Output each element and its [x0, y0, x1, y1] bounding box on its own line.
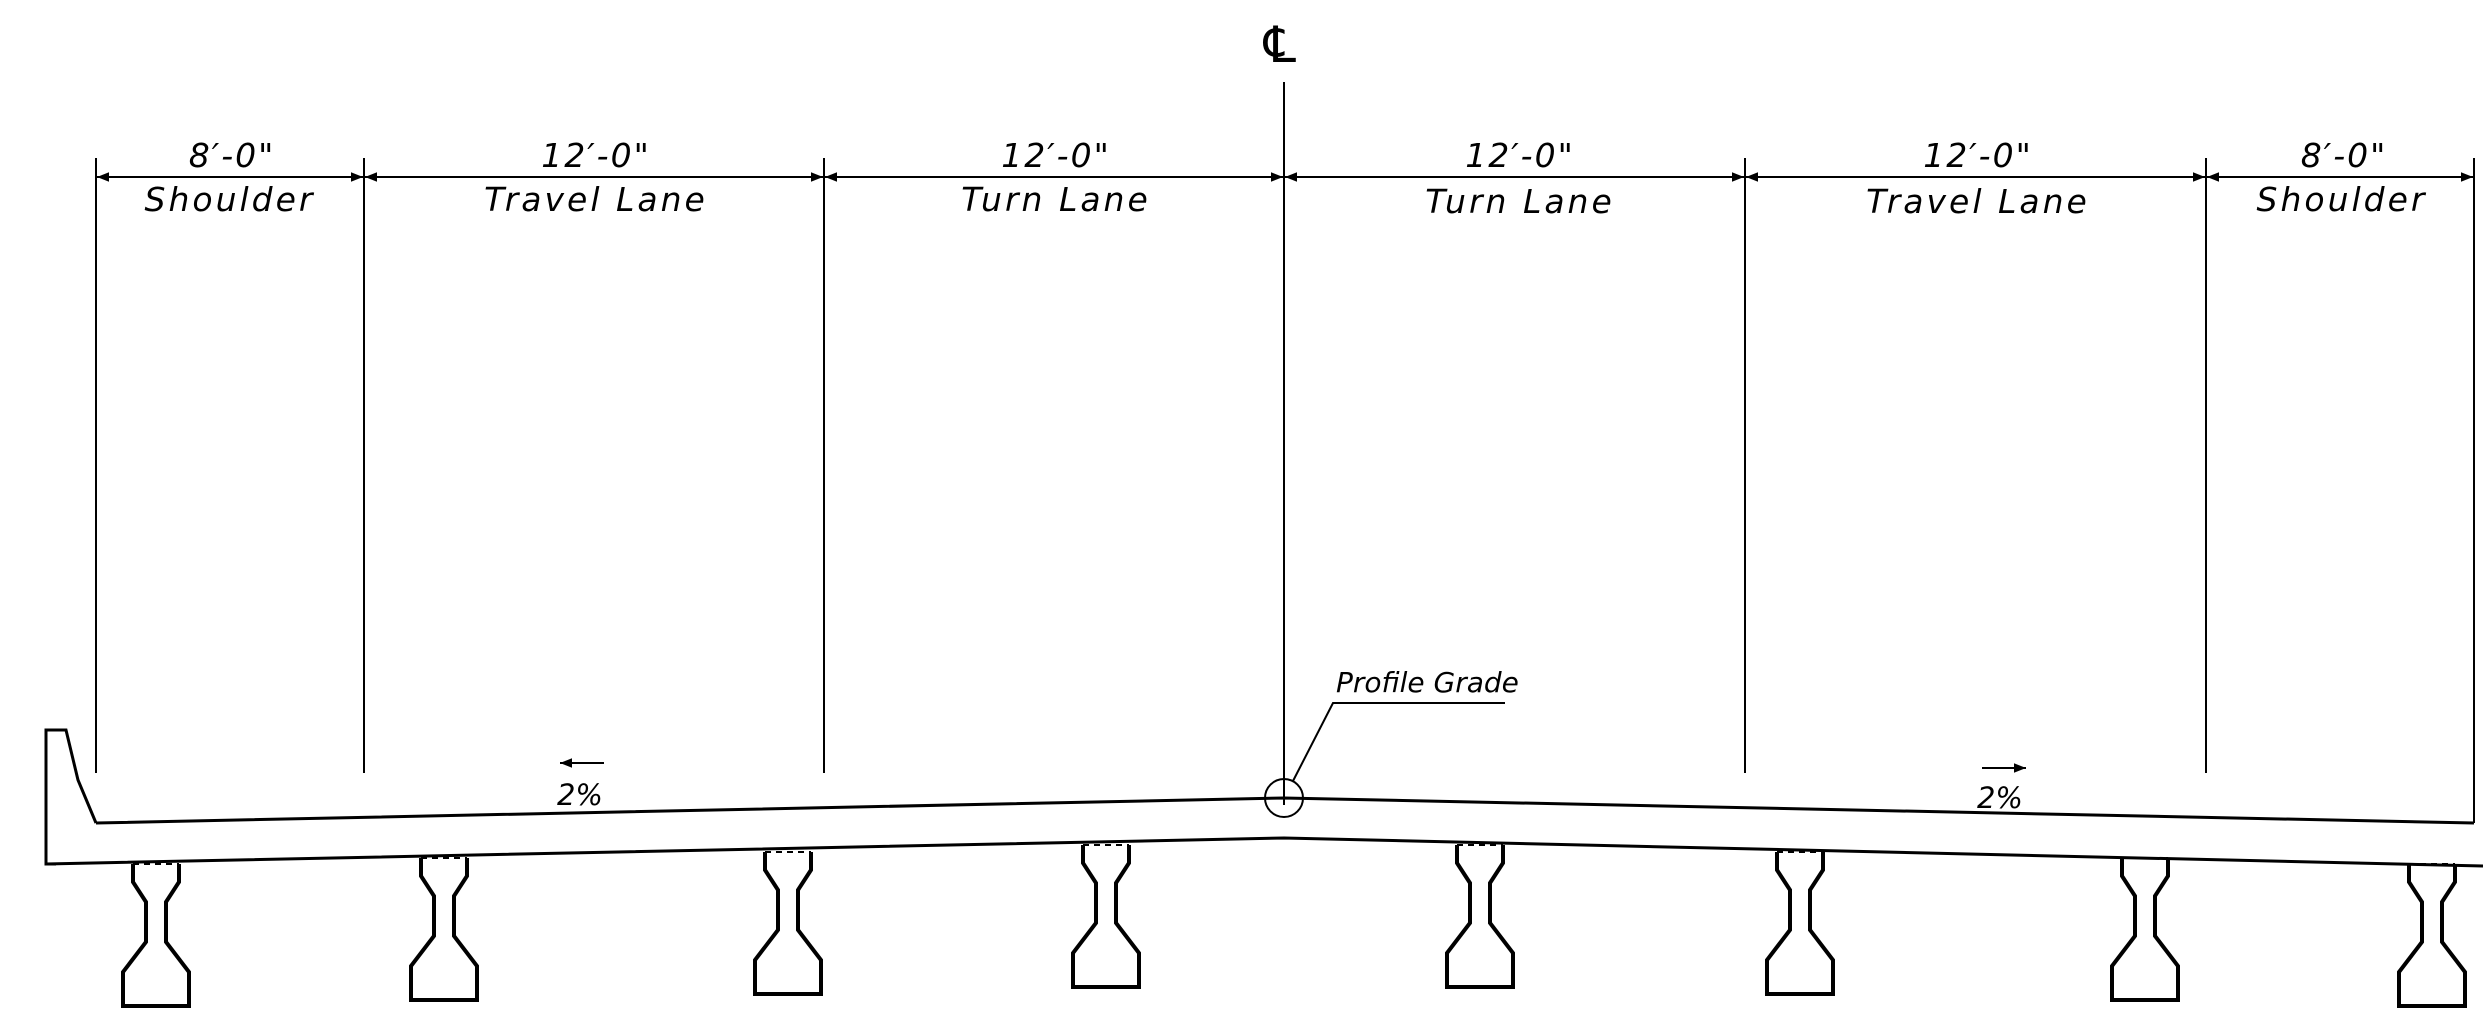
girders	[121, 844, 2467, 1008]
prestressed-girder	[2397, 864, 2467, 1008]
segment-label: Travel Lane	[484, 180, 708, 219]
deck-bottom-surface	[45, 836, 2483, 868]
slope-left: 2%	[557, 758, 604, 812]
segment-dimension: 8′-0"	[2301, 136, 2388, 175]
centerline-symbol: ℄	[1262, 16, 1296, 74]
segment-dimension: 12′-0"	[1465, 136, 1575, 175]
segment-label: Turn Lane	[1425, 182, 1615, 221]
segment-label: Shoulder	[2257, 180, 2428, 219]
slope-right: 2%	[1977, 763, 2026, 815]
dimension-labels: 8′-0" 12′-0" 12′-0" 12′-0" 12′-0" 8′-0"	[189, 136, 2388, 175]
segment-dimension: 12′-0"	[1923, 136, 2033, 175]
segment-label: Turn Lane	[961, 180, 1151, 219]
prestressed-girder	[2110, 858, 2180, 1002]
extension-lines	[95, 158, 2475, 823]
segment-label: Shoulder	[145, 180, 316, 219]
segment-dimension: 12′-0"	[1001, 136, 1111, 175]
left-parapet	[44, 728, 98, 866]
profile-grade-leader	[1292, 702, 1505, 782]
profile-grade-point	[1264, 778, 1304, 818]
prestressed-girder	[753, 852, 823, 996]
prestressed-girder	[121, 864, 191, 1008]
prestressed-girder	[409, 858, 479, 1002]
prestressed-girder	[1765, 852, 1835, 996]
slope-value: 2%	[557, 778, 603, 812]
deck-slab	[44, 728, 2483, 868]
lane-labels: Shoulder Travel Lane Turn Lane Turn Lane…	[145, 180, 2428, 221]
prestressed-girder	[1071, 845, 1141, 989]
profile-grade-label: Profile Grade	[1336, 666, 1519, 699]
prestressed-girder	[1445, 845, 1515, 989]
segment-dimension: 12′-0"	[541, 136, 651, 175]
segment-dimension: 8′-0"	[189, 136, 276, 175]
slope-value: 2%	[1977, 781, 2023, 815]
segment-label: Travel Lane	[1866, 182, 2090, 221]
deck-top-surface	[95, 796, 2475, 825]
